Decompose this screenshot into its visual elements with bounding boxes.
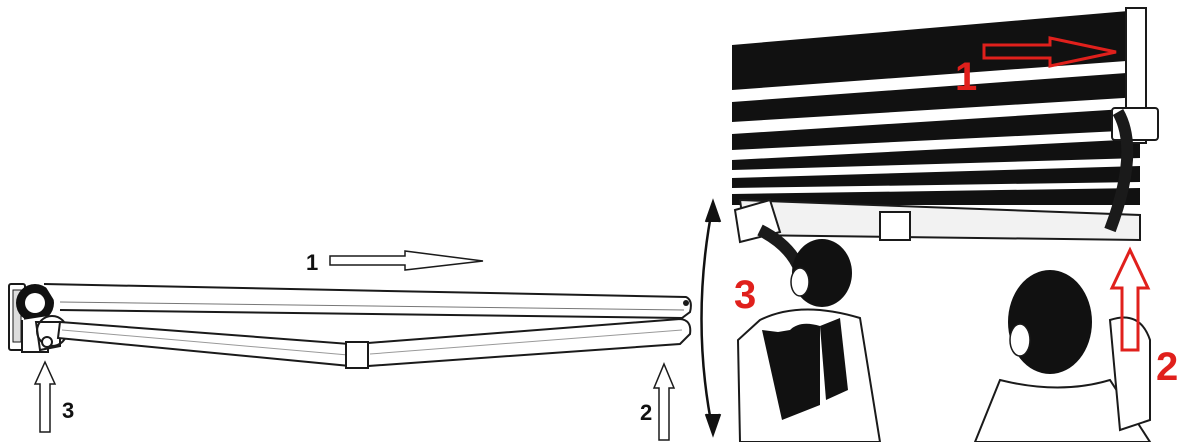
arrow-3-label: 3: [62, 398, 74, 423]
arm-outer-segment: [368, 319, 690, 366]
arrow-2-up: [654, 364, 674, 440]
arrow-2-label: 2: [640, 400, 652, 425]
arrow-1-direction: [330, 251, 483, 270]
installation-illustration: 1 2 3: [732, 0, 1181, 442]
red-arrow-2-label: 2: [1156, 345, 1178, 389]
arm-inner-segment: [58, 322, 350, 366]
red-arrow-1-label: 1: [955, 55, 977, 99]
awning-arm-diagram: [9, 284, 691, 368]
swing-curved-arrow: [702, 202, 721, 434]
arrow-1-label: 1: [306, 250, 318, 275]
front-bar: [44, 284, 691, 318]
red-arrow-3-label: 3: [734, 273, 756, 317]
front-bar-end-cap: [683, 300, 689, 306]
arrow-3-up: [35, 362, 55, 432]
arm-elbow-joint: [346, 342, 368, 368]
